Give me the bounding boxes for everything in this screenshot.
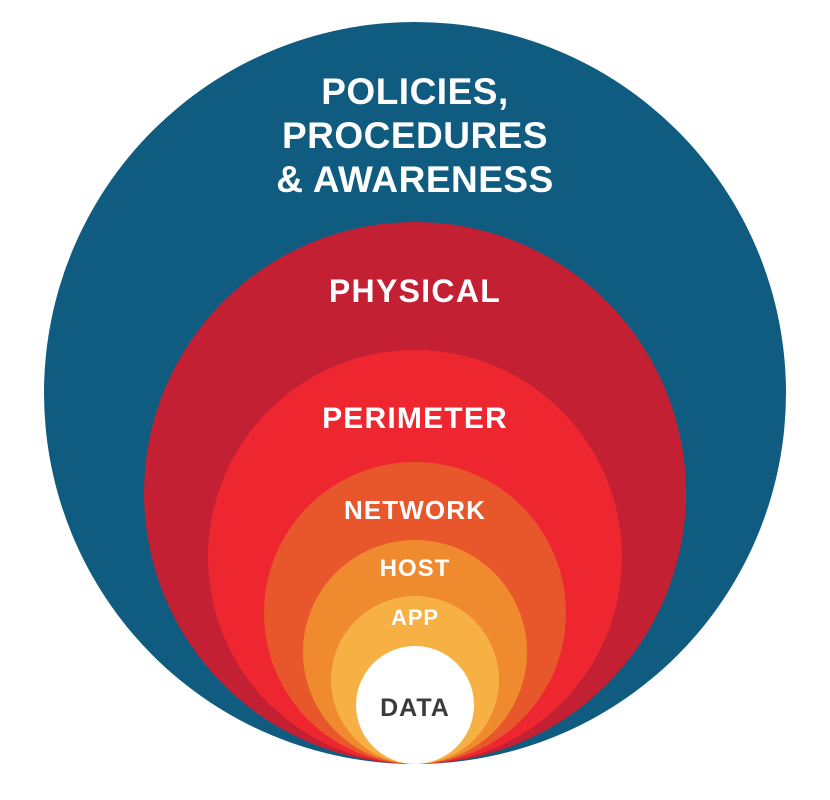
layer-circle-data[interactable] bbox=[356, 646, 474, 764]
